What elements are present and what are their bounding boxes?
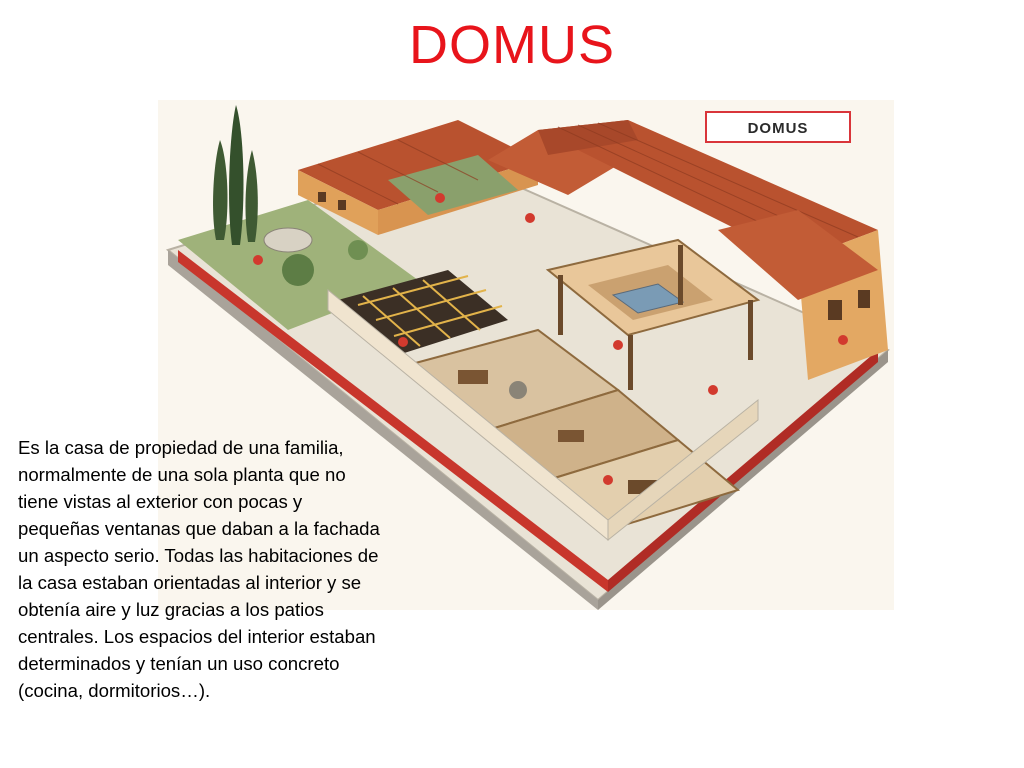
slide-title: DOMUS [409,15,615,75]
domus-illustration: DOMUS [158,100,894,610]
description-paragraph: Es la casa de propiedad de una familia, … [18,437,380,701]
illustration-label: DOMUS [748,120,809,137]
